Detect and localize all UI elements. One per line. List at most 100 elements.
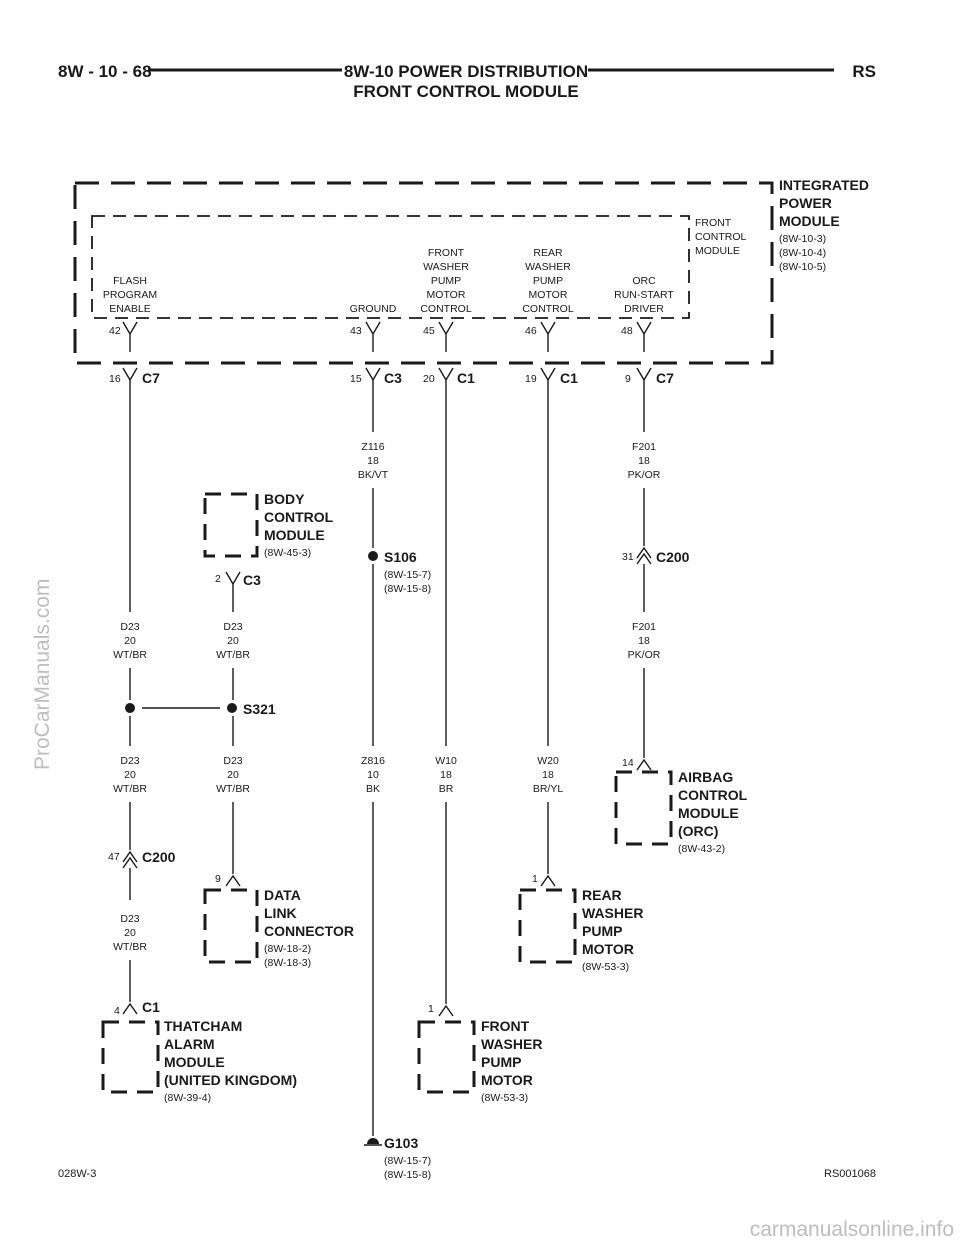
rear-motor-label: REAR WASHER PUMP MOTOR (8W-53-3) bbox=[582, 887, 643, 973]
f201b-color: PK/OR bbox=[628, 649, 661, 661]
alarm-name-1: THATCHAM bbox=[164, 1018, 242, 1034]
fcm-pin-43: 43 bbox=[350, 325, 362, 337]
w10-circuit: W10 bbox=[435, 755, 457, 767]
dlc-ref-1: (8W-18-2) bbox=[264, 943, 311, 955]
ipm-c7-pin-9: 9 bbox=[625, 373, 631, 385]
rwc-label-3: PUMP bbox=[533, 275, 563, 287]
g103-name: G103 bbox=[384, 1135, 418, 1151]
fcm-name-line1: FRONT bbox=[695, 217, 732, 229]
dlc-label: DATA LINK CONNECTOR (8W-18-2) (8W-18-3) bbox=[264, 887, 354, 969]
w10-color: BR bbox=[439, 783, 454, 795]
wire-label-z816: Z816 10 BK bbox=[361, 755, 385, 795]
f201b-gauge: 18 bbox=[638, 635, 650, 647]
fm-name-3: PUMP bbox=[481, 1054, 521, 1070]
ground-dome bbox=[367, 1138, 379, 1144]
fcm-label: FRONT CONTROL MODULE bbox=[695, 217, 746, 257]
ground-g103-label: G103 (8W-15-7) (8W-15-8) bbox=[384, 1135, 431, 1181]
d23d-circuit: D23 bbox=[223, 755, 242, 767]
ipm-name-line2: POWER bbox=[779, 195, 832, 211]
footer-drawing-id: RS001068 bbox=[824, 1168, 876, 1180]
dlc-name-3: CONNECTOR bbox=[264, 923, 354, 939]
fcm-terminal-43 bbox=[365, 321, 381, 352]
splice-dot-s106 bbox=[368, 551, 378, 561]
bottom-watermark: carmanualsonline.info bbox=[750, 1218, 954, 1241]
rear-washer-motor-outline bbox=[518, 888, 577, 964]
bcm-label: BODY CONTROL MODULE (8W-45-3) bbox=[264, 491, 334, 559]
splice-dot-left bbox=[125, 703, 135, 713]
fwc-label-1: FRONT bbox=[428, 247, 465, 259]
fcm-pins: 42 43 45 46 48 bbox=[109, 321, 652, 352]
alarm-pin: 4 bbox=[114, 1005, 120, 1017]
wire-label-d23-c: D23 20 WT/BR bbox=[113, 755, 147, 795]
d23b-color: WT/BR bbox=[216, 649, 250, 661]
wire-label-d23-e: D23 20 WT/BR bbox=[113, 913, 147, 953]
fwc-label-4: MOTOR bbox=[427, 289, 466, 301]
inline-connector-c200-orc bbox=[636, 546, 652, 565]
wire-label-f201-b: F201 18 PK/OR bbox=[628, 621, 661, 661]
rm-ref: (8W-53-3) bbox=[582, 961, 629, 973]
ipm-connectors: 16 C7 15 C3 20 C1 19 C1 9 C7 bbox=[109, 367, 674, 386]
bcm-name-3: MODULE bbox=[264, 527, 325, 543]
rear-motor-pin: 1 bbox=[532, 873, 538, 885]
fm-name-1: FRONT bbox=[481, 1018, 530, 1034]
fcm-name-line2: CONTROL bbox=[695, 231, 746, 243]
page-number: 8W - 10 - 68 bbox=[58, 62, 152, 81]
dlc-name-2: LINK bbox=[264, 905, 297, 921]
ipm-c1-pin-19: 19 bbox=[525, 373, 537, 385]
rm-name-1: REAR bbox=[582, 887, 622, 903]
integrated-power-module-outline bbox=[73, 181, 774, 365]
orc-label-1: ORC bbox=[632, 275, 656, 287]
d23a-color: WT/BR bbox=[113, 649, 147, 661]
z116-color: BK/VT bbox=[358, 469, 389, 481]
alarm-name-4: (UNITED KINGDOM) bbox=[164, 1072, 297, 1088]
bcm-ref: (8W-45-3) bbox=[264, 547, 311, 559]
dlc-name-1: DATA bbox=[264, 887, 301, 903]
airbag-label: AIRBAG CONTROL MODULE (ORC) (8W-43-2) bbox=[678, 769, 748, 855]
fwc-label-5: CONTROL bbox=[420, 303, 471, 315]
rwc-label-2: WASHER bbox=[525, 261, 571, 273]
acm-name-3: MODULE bbox=[678, 805, 739, 821]
fcm-terminal-42 bbox=[122, 321, 138, 352]
orc-label-3: DRIVER bbox=[624, 303, 664, 315]
fcm-terminal-45 bbox=[438, 321, 454, 352]
flash-label-3: ENABLE bbox=[109, 303, 150, 315]
bcm-pin: 2 bbox=[215, 573, 221, 585]
c200-orc-pin: 31 bbox=[622, 551, 634, 563]
rm-name-4: MOTOR bbox=[582, 941, 634, 957]
dlc-ref-2: (8W-18-3) bbox=[264, 957, 311, 969]
splice-s106-label: S106 (8W-15-7) (8W-15-8) bbox=[384, 549, 431, 595]
z816-circuit: Z816 bbox=[361, 755, 385, 767]
rwc-label-4: MOTOR bbox=[529, 289, 568, 301]
wire-label-w20: W20 18 BR/YL bbox=[533, 755, 564, 795]
fcm-pin-42: 42 bbox=[109, 325, 121, 337]
orc-label-2: RUN-START bbox=[614, 289, 674, 301]
front-control-module-outline bbox=[91, 215, 690, 319]
footer-figure-id: 028W-3 bbox=[58, 1168, 96, 1180]
rm-name-3: PUMP bbox=[582, 923, 622, 939]
z116-gauge: 18 bbox=[367, 455, 379, 467]
ipm-name-line1: INTEGRATED bbox=[779, 177, 869, 193]
fwc-label-2: WASHER bbox=[423, 261, 469, 273]
acm-ref: (8W-43-2) bbox=[678, 843, 725, 855]
side-watermark: ProCarManuals.com bbox=[31, 579, 54, 770]
acm-name-4: (ORC) bbox=[678, 823, 718, 839]
ipm-ref-2: (8W-10-4) bbox=[779, 247, 826, 259]
wire-label-z116: Z116 18 BK/VT bbox=[358, 441, 389, 481]
dlc-pin: 9 bbox=[215, 873, 221, 885]
orc-pin: 14 bbox=[622, 757, 634, 769]
acm-name-2: CONTROL bbox=[678, 787, 748, 803]
alarm-module-label: THATCHAM ALARM MODULE (UNITED KINGDOM) (… bbox=[164, 1018, 297, 1104]
w20-circuit: W20 bbox=[537, 755, 559, 767]
connector-symbol-c7-16 bbox=[122, 367, 138, 382]
ipm-c1-pin-20: 20 bbox=[423, 373, 435, 385]
ipm-c3-pin-15: 15 bbox=[350, 373, 362, 385]
connector-c3: C3 bbox=[384, 370, 402, 386]
f201a-circuit: F201 bbox=[632, 441, 656, 453]
connector-symbol-c7-9 bbox=[636, 367, 652, 382]
flash-label-1: FLASH bbox=[113, 275, 147, 287]
f201b-circuit: F201 bbox=[632, 621, 656, 633]
bcm-terminal bbox=[225, 571, 241, 586]
ipm-name-line3: MODULE bbox=[779, 213, 840, 229]
